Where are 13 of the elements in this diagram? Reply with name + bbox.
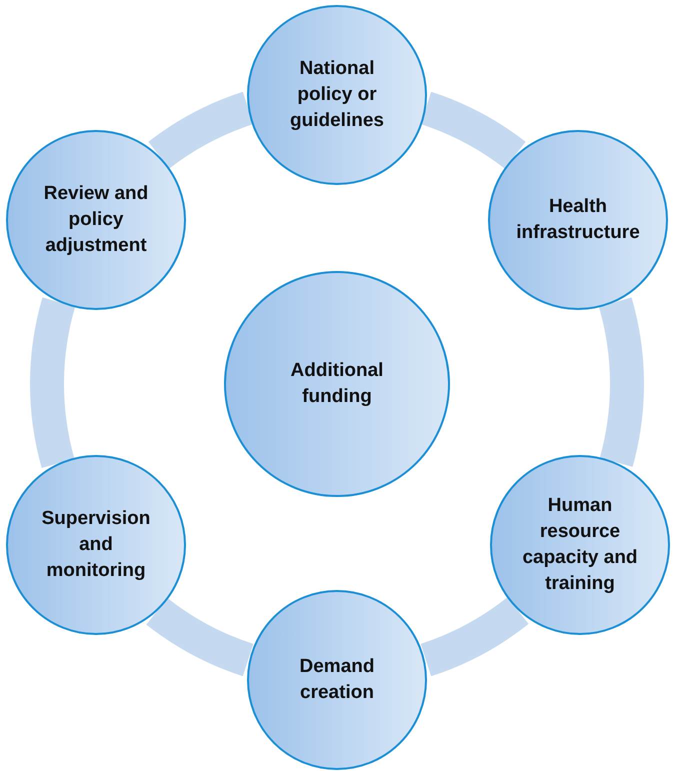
- ring-segment: [420, 596, 528, 676]
- node-label: Review and policy adjustment: [42, 182, 150, 258]
- ring-segment: [146, 597, 254, 676]
- ring-segment: [148, 92, 254, 170]
- node-label: Human resource capacity and training: [521, 494, 639, 596]
- node-label: Demand creation: [298, 655, 376, 705]
- ring-segment: [420, 92, 526, 170]
- node-label: Supervision and monitoring: [40, 507, 152, 583]
- node-label: National policy or guidelines: [289, 57, 385, 133]
- node-label: Health infrastructure: [515, 195, 641, 245]
- node-label: Additional funding: [290, 359, 384, 409]
- ring-segment: [30, 298, 76, 468]
- ring-segment: [598, 298, 644, 466]
